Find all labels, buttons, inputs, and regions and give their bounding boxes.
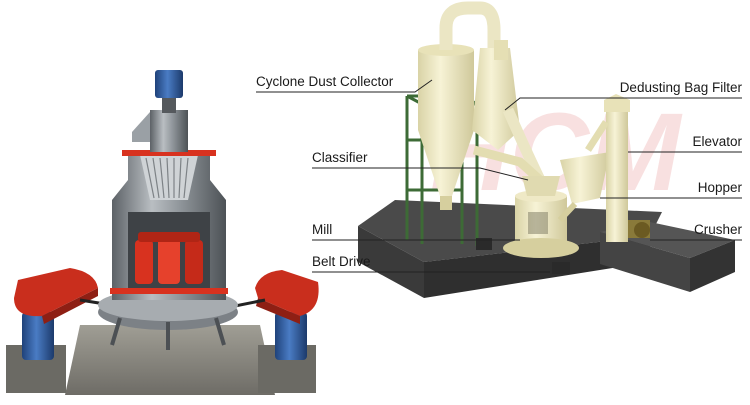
- right-belt-guard: [255, 270, 319, 316]
- plant-drive-motor: [552, 262, 570, 274]
- upper-red-rim: [122, 150, 216, 156]
- support-legs: [110, 317, 226, 350]
- leader-lines: [256, 79, 742, 273]
- lower-red-rim: [110, 288, 228, 294]
- crusher-block-side: [600, 232, 690, 292]
- bag-filter-pipe: [494, 40, 508, 60]
- plant-platform-side: [358, 226, 424, 298]
- right-motor-assembly: [255, 270, 319, 393]
- right-belt-guard-shade: [256, 298, 300, 324]
- elevator-chute: [585, 120, 609, 152]
- side-outlet: [132, 112, 150, 142]
- cyclone-body: [418, 50, 474, 130]
- label-belt-drive: Belt Drive: [312, 254, 371, 269]
- leader-cyclone: [256, 79, 433, 93]
- top-motor-shaft: [162, 95, 176, 113]
- classifier-blades: [145, 157, 189, 199]
- label-classifier: Classifier: [312, 150, 368, 165]
- label-hopper: Hopper: [697, 180, 742, 195]
- plant-hopper: [560, 152, 610, 204]
- leader-bagfilter: [504, 97, 742, 111]
- top-motor: [155, 70, 183, 98]
- plant-classifier: [522, 176, 560, 196]
- cyclone-outlet: [440, 196, 452, 210]
- plant-platform-top: [358, 200, 662, 262]
- hopper-feed-pipe: [557, 201, 578, 223]
- label-crusher: Crusher: [693, 222, 742, 237]
- cyclone-cone: [418, 130, 474, 196]
- plant-platform-front: [424, 236, 650, 298]
- label-cyclone-dust-collector: Cyclone Dust Collector: [256, 74, 394, 89]
- label-elevator: Elevator: [692, 134, 742, 149]
- plant-elevator: [606, 112, 628, 242]
- roller-1: [135, 240, 153, 284]
- roller-2: [158, 236, 180, 284]
- bag-filter-body: [472, 48, 520, 150]
- roller-hub: [138, 232, 200, 242]
- leader-classifier: [312, 167, 529, 181]
- left-motor-body: [22, 312, 54, 360]
- left-mill-illustration: [6, 70, 319, 395]
- plant-mill-window: [528, 212, 548, 234]
- crusher-wheel: [634, 222, 650, 238]
- roller-3: [185, 240, 203, 284]
- label-dedusting-bag-filter: Dedusting Bag Filter: [619, 80, 742, 95]
- crusher-block-front: [690, 240, 735, 292]
- top-column: [150, 110, 188, 152]
- left-belt-guard: [14, 268, 98, 317]
- right-motor-body: [275, 312, 307, 360]
- cyclone-to-mill-duct: [472, 145, 544, 184]
- label-mill: Mill: [312, 222, 333, 237]
- right-plant-illustration: HCM: [358, 1, 735, 298]
- plant-drive-motor-2: [476, 238, 492, 250]
- top-duct: [439, 1, 501, 60]
- left-motor-assembly: [6, 268, 98, 393]
- grinding-rollers: [135, 232, 203, 284]
- left-belt-guard-shade: [42, 288, 98, 324]
- plant-mill-base: [503, 238, 579, 258]
